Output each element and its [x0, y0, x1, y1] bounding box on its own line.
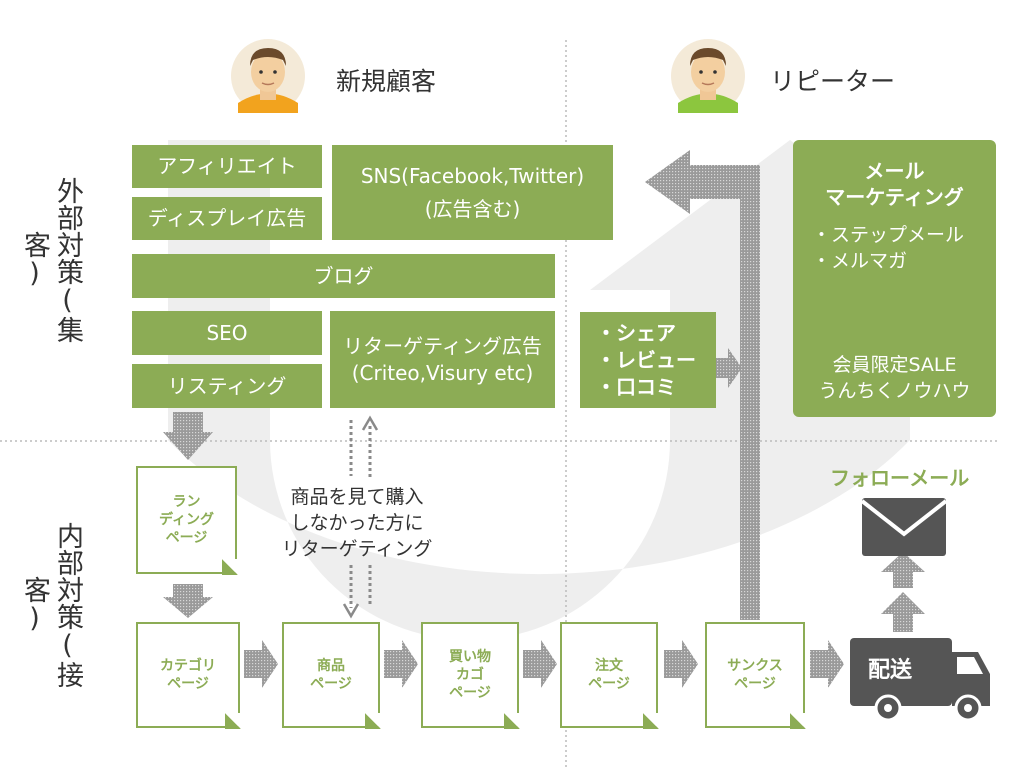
mail-marketing-title: メール マーケティング [825, 159, 964, 209]
page-category-label: カテゴリ ページ [160, 658, 216, 692]
channel-affiliate: アフィリエイト [132, 145, 322, 188]
channel-listing: リスティング [132, 364, 322, 408]
page-cart: 買い物 カゴ ページ [421, 622, 520, 729]
persona-repeater-label: リピーター [770, 67, 896, 96]
channel-seo: SEO [132, 311, 322, 355]
arrow-cart-order [523, 640, 557, 688]
down-arrow-to-landing [163, 412, 213, 460]
mail-marketing-footer: 会員限定SALE うんちくノウハウ [818, 354, 971, 402]
return-arrow [645, 150, 760, 620]
arrow-order-thanks [664, 640, 698, 688]
channel-sns-line2: (広告含む) [424, 196, 521, 221]
page-product-label: 商品 ページ [310, 658, 352, 692]
share-arrow [716, 348, 742, 388]
channel-seo-label: SEO [206, 320, 248, 345]
channel-sns: SNS(Facebook,Twitter) (広告含む) [332, 145, 613, 240]
page-order: 注文 ページ [560, 622, 659, 729]
page-order-label: 注文 ページ [588, 658, 630, 692]
page-category: カテゴリ ページ [136, 622, 241, 729]
channel-listing-label: リスティング [167, 373, 287, 398]
channel-affiliate-label: アフィリエイト [157, 154, 297, 178]
page-thanks: サンクス ページ [705, 622, 806, 729]
page-landing: ラン ディング ページ [136, 466, 238, 575]
channel-retargeting-line2: (Criteo,Visury etc) [351, 360, 534, 385]
delivery-label: 配送 [868, 658, 913, 683]
avatar-repeater [671, 39, 745, 113]
channel-share-review: ・シェア ・レビュー ・口コミ [580, 312, 716, 408]
up-arrow-1 [881, 592, 925, 632]
word-of-mouth-item: ・口コミ [596, 374, 676, 399]
up-arrow-2 [881, 552, 925, 588]
channel-blog: ブログ [132, 254, 555, 298]
page-product: 商品 ページ [282, 622, 381, 729]
page-landing-label: ラン ディング ページ [158, 494, 215, 546]
arrow-category-product [244, 640, 278, 688]
follow-envelope-icon [860, 498, 948, 556]
down-arrow-to-category [163, 584, 213, 618]
truck-icon [850, 638, 990, 722]
page-cart-label: 買い物 カゴ ページ [449, 649, 491, 701]
cycle-u-arrow [168, 140, 990, 640]
channel-blog-label: ブログ [313, 263, 374, 288]
follow-mail-label: フォローメール [830, 466, 970, 490]
channel-display-ad-label: ディスプレイ広告 [147, 206, 307, 230]
channel-display-ad: ディスプレイ広告 [132, 197, 322, 240]
persona-new-customer-label: 新規顧客 [336, 67, 437, 96]
page-thanks-label: サンクス ページ [727, 658, 783, 692]
arrow-thanks-delivery [810, 640, 844, 688]
channel-retargeting-line1: リターゲティング広告 [343, 333, 542, 358]
channel-retargeting: リターゲティング広告 (Criteo,Visury etc) [330, 311, 555, 408]
arrow-product-cart [384, 640, 418, 688]
avatar-new-customer [231, 39, 305, 113]
share-item: ・シェア [596, 320, 676, 345]
section-internal-label: 内部対策(接客) [19, 522, 83, 688]
channel-sns-line1: SNS(Facebook,Twitter) [360, 163, 585, 188]
section-external-label: 外部対策(集客) [19, 177, 83, 343]
review-item: ・レビュー [596, 347, 696, 372]
mail-marketing-panel [793, 140, 996, 417]
mail-marketing-items: ・ステップメール ・メルマガ [812, 224, 965, 272]
retargeting-note: 商品を見て購入 しなかった方に リターゲティング [281, 486, 433, 560]
